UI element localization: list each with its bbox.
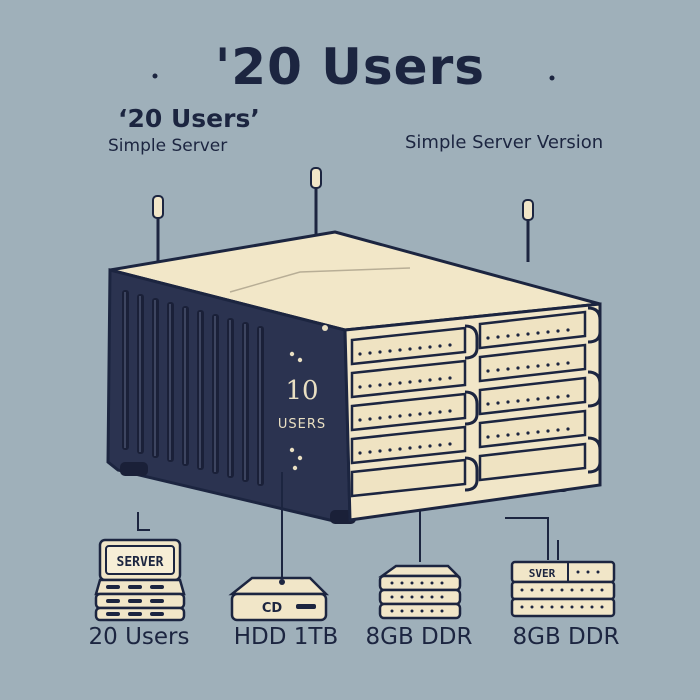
antenna-left-icon [152,195,164,265]
status-leds [289,325,328,471]
server-front-number: 10 [285,376,319,406]
left-label-title: ‘20 Users’ [118,104,260,133]
server-stack-icon: SERVER [94,538,186,622]
right-label: Simple Server Version [405,132,604,153]
ram-rack-icon: SVER [510,560,616,618]
perforation-dots [358,328,570,455]
hdd-icon: CD [228,576,330,622]
caption-server: 20 Users [88,624,190,650]
antenna-middle-icon [310,167,322,238]
ram-module-icon [378,564,462,620]
caption-ram-2: 8GB DDR [512,624,620,650]
bay-handles [464,306,602,492]
antenna-right-icon [522,199,534,262]
connector-lines [137,472,559,580]
drive-bays-right [478,310,587,482]
page-title: '20 Users [215,38,485,96]
caption-hdd: HDD 1TB [233,624,339,650]
server-icon-screen-text: SERVER [117,555,164,570]
hdd-icon-label: CD [262,601,283,616]
ram-rack-screen-text: SVER [529,567,556,580]
left-label-subtitle: Simple Server [108,136,228,156]
caption-ram-1: 8GB DDR [365,624,473,650]
server-front-unit: USERS [277,417,327,432]
drive-bays-left [350,326,467,498]
